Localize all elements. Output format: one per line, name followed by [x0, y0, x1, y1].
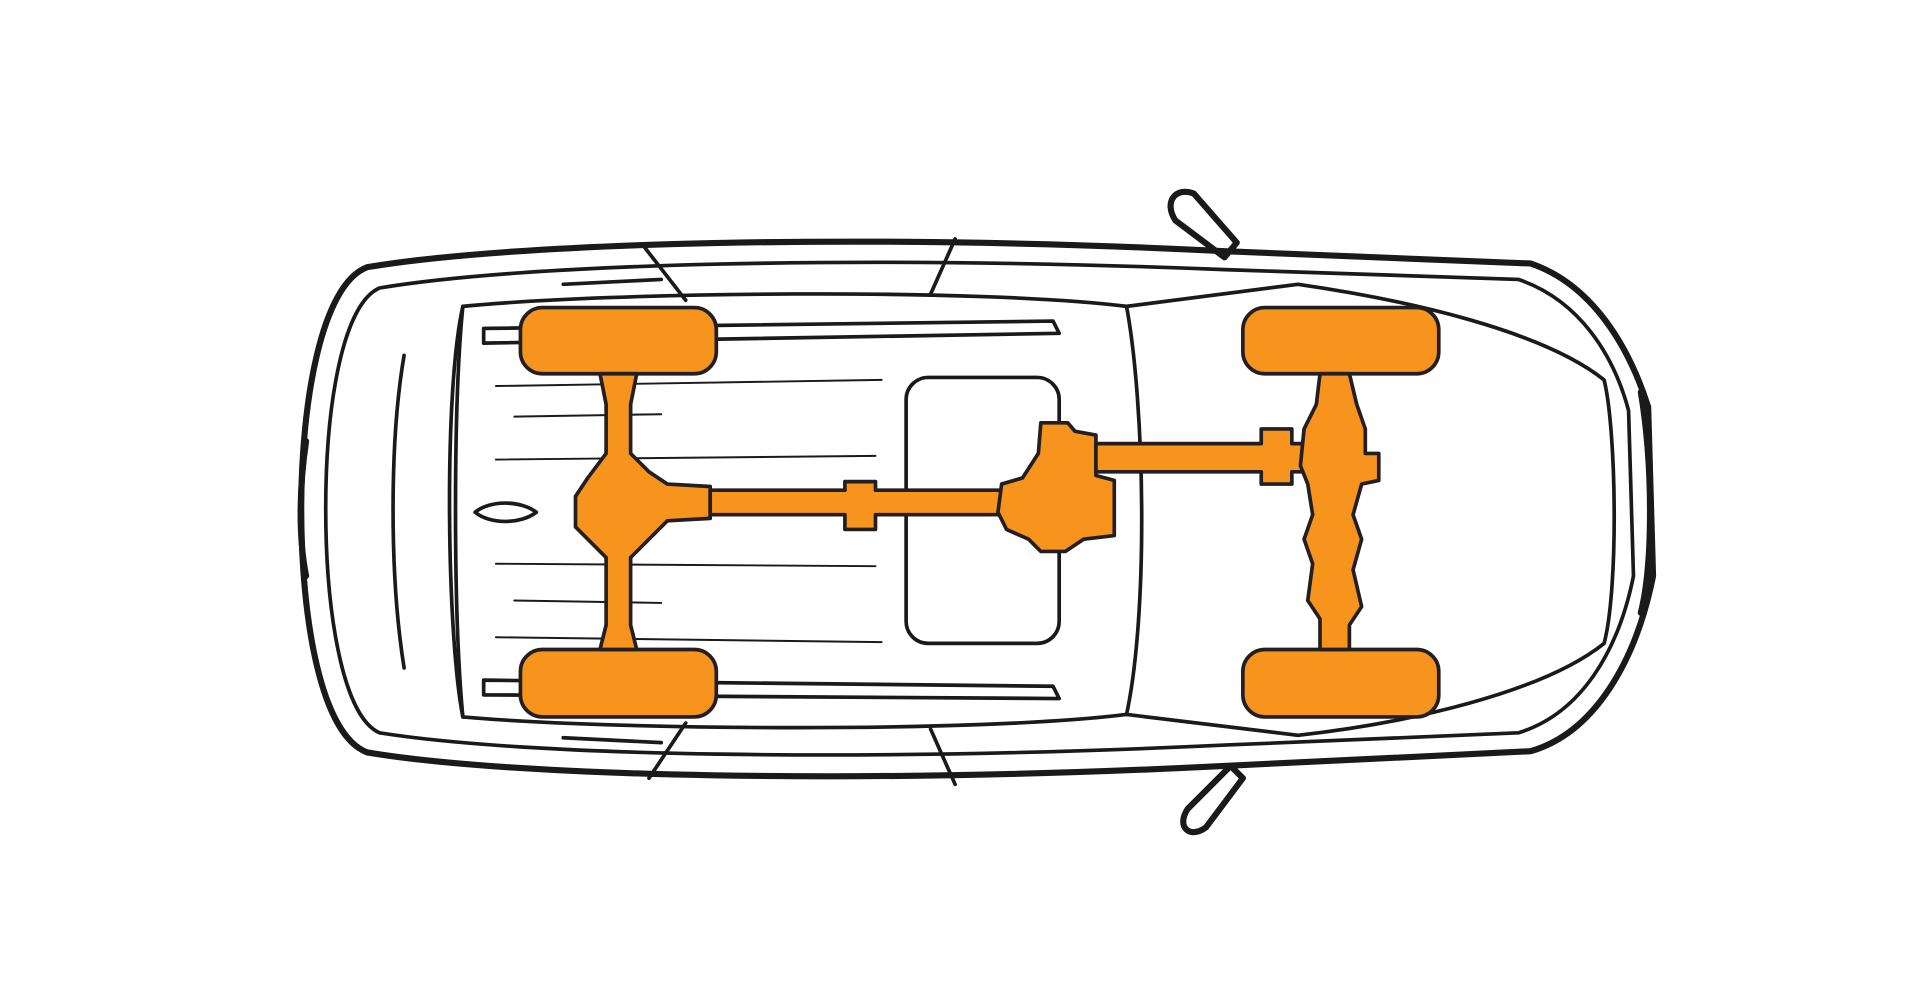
side-mirror-top	[1167, 188, 1240, 261]
rear-driveshaft	[708, 479, 1006, 532]
rear-emblem	[473, 501, 539, 524]
front-right-wheel	[1241, 647, 1441, 719]
rear-window	[391, 304, 465, 719]
car-body-outline	[297, 188, 1657, 836]
drivetrain	[518, 305, 1441, 719]
transfer-case	[996, 420, 1117, 554]
roof-ribs	[494, 378, 883, 644]
side-mirror-bottom	[1180, 762, 1246, 836]
rear-left-wheel	[518, 305, 719, 376]
rear-bumper-detail	[297, 438, 310, 580]
front-axle-differential	[1298, 371, 1381, 652]
roof-rail-top	[481, 319, 1062, 345]
windshield	[1124, 304, 1144, 717]
front-driveshaft	[1094, 427, 1310, 486]
front-bumper-detail	[1637, 389, 1654, 616]
rear-axle-differential	[573, 371, 713, 652]
door-lines	[561, 237, 957, 787]
front-left-wheel	[1241, 305, 1441, 376]
roof-rail-bottom	[481, 678, 1062, 701]
rear-right-wheel	[518, 647, 719, 719]
inner-body-line	[323, 260, 1636, 757]
